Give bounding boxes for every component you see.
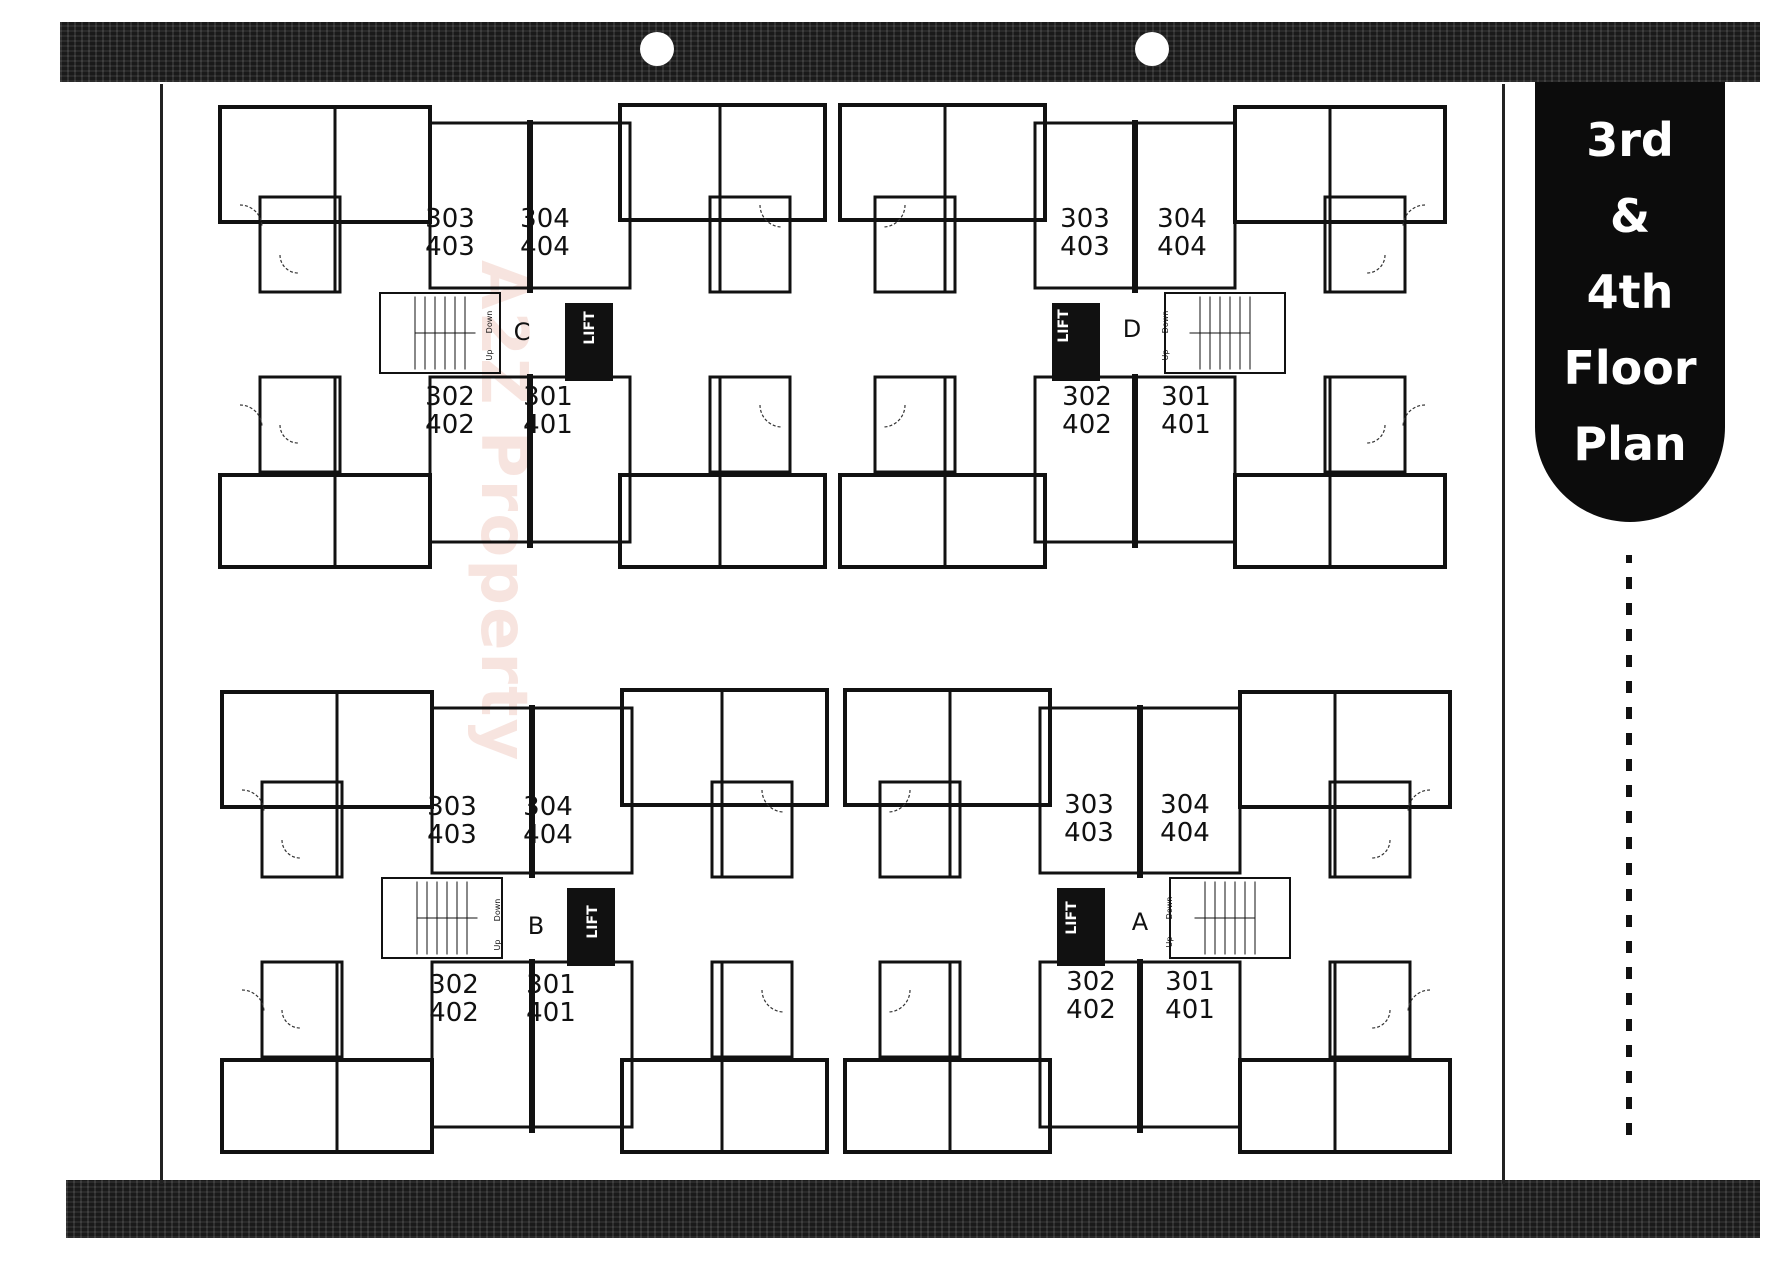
lift-shaft	[1052, 303, 1100, 381]
lift-shaft	[567, 888, 615, 966]
lift-shaft	[1057, 888, 1105, 966]
stair-down-label: Down	[493, 899, 502, 922]
lift-label: LIFT	[582, 311, 598, 345]
building-block-c	[218, 103, 827, 569]
stair-up-label: Up	[1161, 350, 1170, 361]
frame-line-right	[1502, 84, 1505, 1184]
stair-up-label: Up	[493, 940, 502, 951]
block-letter: A	[1132, 908, 1149, 936]
punch-hole-right	[1135, 32, 1169, 66]
stair-down-label: Down	[1161, 311, 1170, 334]
block-letter: D	[1123, 315, 1141, 343]
plan-title: 3rd & 4th Floor Plan	[1563, 113, 1697, 471]
stair-down-label: Down	[485, 311, 494, 334]
lift-label: LIFT	[1064, 901, 1080, 935]
stair-up-label: Up	[1165, 937, 1174, 948]
building-block-b	[220, 688, 829, 1154]
block-letter: B	[528, 912, 544, 940]
dotted-margin-line	[1626, 555, 1632, 1135]
stair-down-label: Down	[1165, 897, 1174, 920]
block-letter: C	[514, 318, 531, 346]
building-block-d	[838, 103, 1447, 569]
building-block-a	[843, 688, 1452, 1154]
top-scan-band	[60, 22, 1760, 82]
lift-label: LIFT	[585, 905, 601, 939]
lift-shaft	[565, 303, 613, 381]
bottom-scan-band	[66, 1180, 1760, 1238]
frame-line-left	[160, 84, 163, 1184]
punch-hole-left	[640, 32, 674, 66]
stair-up-label: Up	[485, 350, 494, 361]
lift-label: LIFT	[1056, 309, 1072, 343]
title-tag: 3rd & 4th Floor Plan	[1535, 82, 1725, 522]
